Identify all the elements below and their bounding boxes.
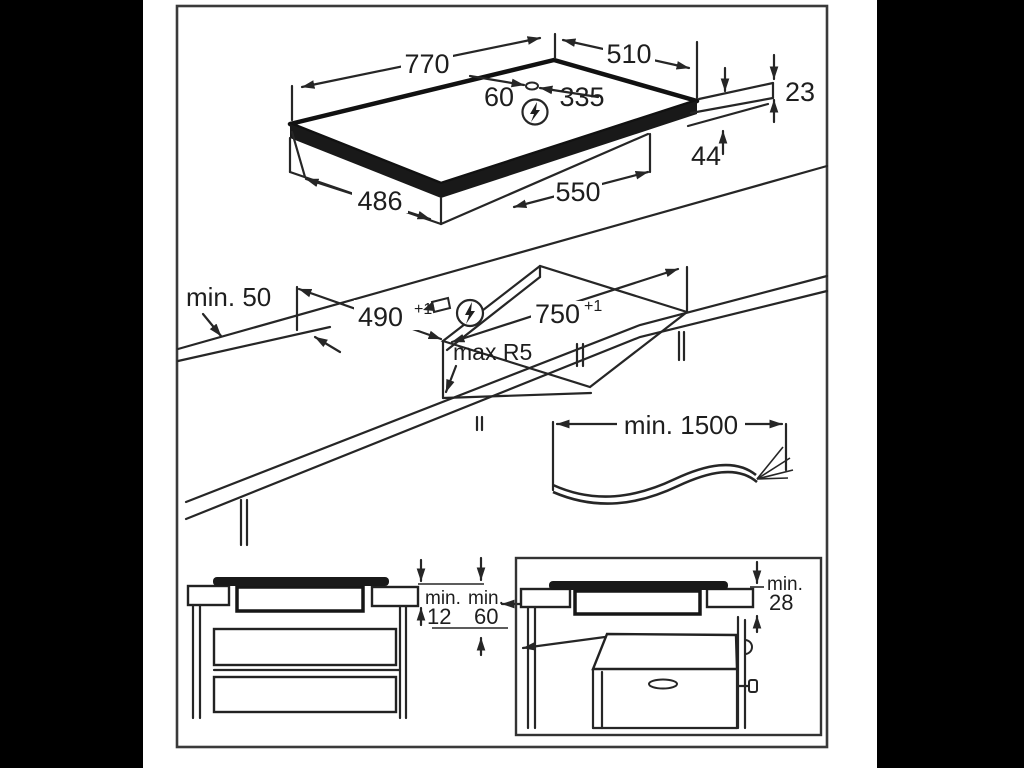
dim-550: 550	[512, 170, 650, 209]
oven-top	[591, 632, 739, 671]
dim-60-335: 60 335	[468, 74, 605, 126]
outer-border	[175, 4, 829, 749]
dim-490-tolerance: +1	[414, 301, 432, 318]
dim-min50-label: min. 50	[186, 282, 271, 312]
dim-min28-prefix: min.	[767, 574, 803, 595]
cabinet-section-view: min. 12 min. 60	[186, 556, 523, 720]
dim-min12-prefix: min.	[425, 588, 461, 609]
dim-23: 23	[720, 53, 815, 124]
cable-hole-marker	[423, 296, 452, 314]
dim-44-label: 44	[691, 141, 721, 171]
worktop-right	[705, 587, 755, 609]
hob-glass-edge	[290, 101, 697, 198]
dim-max-r5: max R5	[444, 339, 532, 394]
dim-750-tolerance: +1	[584, 298, 602, 315]
cabinet-lines	[191, 603, 408, 720]
dim-750-label: 750	[535, 299, 580, 329]
drawer-top	[212, 627, 398, 667]
oven-knob	[748, 679, 758, 693]
dim-490: 490 +1	[295, 285, 443, 341]
worktop-left	[519, 587, 572, 609]
dim-335-label: 335	[559, 82, 604, 112]
power-cable-view: min. 1500	[551, 410, 794, 505]
dim-cable-length-label: min. 1500	[624, 410, 738, 440]
dim-510-label: 510	[606, 39, 651, 69]
dim-min-12-60: min. 12 min. 60	[416, 556, 523, 657]
drawer-bottom	[212, 675, 398, 714]
dim-min-28: min. 28	[750, 560, 803, 634]
power-symbol-icon	[521, 98, 549, 126]
dim-44: 44	[691, 129, 728, 171]
dim-770: 770	[290, 36, 542, 122]
dim-490-label: 490	[358, 302, 403, 332]
dim-r5-label: max R5	[453, 339, 532, 365]
hob-body-section	[573, 589, 702, 616]
oven-drawing	[521, 632, 758, 730]
dim-510: 510	[553, 32, 699, 100]
hob-glass-section	[549, 581, 728, 590]
hob-isometric-view: 770 510 60 335 486	[287, 32, 815, 226]
dim-60-label: 60	[484, 82, 514, 112]
oven-handle	[648, 678, 678, 690]
dim-min12-value: 12	[427, 604, 451, 629]
worktop-right	[370, 585, 420, 608]
power-symbol-icon	[455, 298, 485, 328]
dim-min60-prefix: min.	[468, 588, 504, 609]
dim-770-label: 770	[404, 49, 449, 79]
dim-750: 750 +1	[450, 265, 689, 344]
worktop-left	[186, 584, 231, 607]
dim-min28-value: 28	[769, 590, 793, 615]
cable-hole	[525, 81, 539, 91]
worktop-cutout-view: min. 50 490 +1 750 +1 max R5	[176, 164, 829, 547]
cable-drawing	[552, 446, 794, 505]
dim-min-50: min. 50	[186, 282, 342, 354]
dim-550-label: 550	[555, 177, 600, 207]
oven-section-view: min. 28	[514, 556, 823, 737]
hob-body-section	[235, 585, 365, 613]
panel-border	[514, 556, 823, 737]
dim-486: 486	[290, 130, 432, 221]
dim-min60-value: 60	[474, 604, 498, 629]
dim-486-label: 486	[357, 186, 402, 216]
oven-hinge	[744, 639, 753, 655]
hob-glass-section	[213, 577, 389, 586]
dim-23-label: 23	[785, 77, 815, 107]
